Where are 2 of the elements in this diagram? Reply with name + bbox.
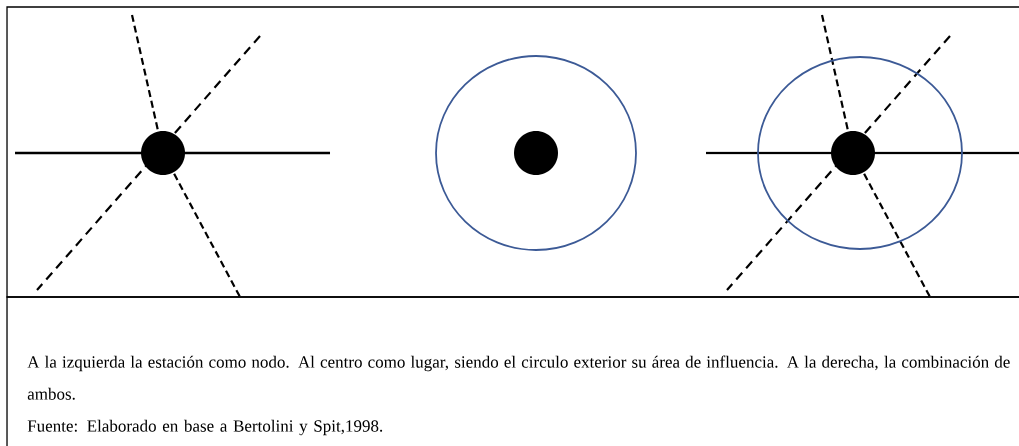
source-text: Fuente: Elaborado en base a Bertolini y Spit,1998. (27, 419, 383, 436)
caption-text: A la izquierda la estación como nodo. Al centro como lugar, siendo el circulo exterior su área de influencia. A la derecha, la combinación de ambos. (27, 355, 1010, 400)
